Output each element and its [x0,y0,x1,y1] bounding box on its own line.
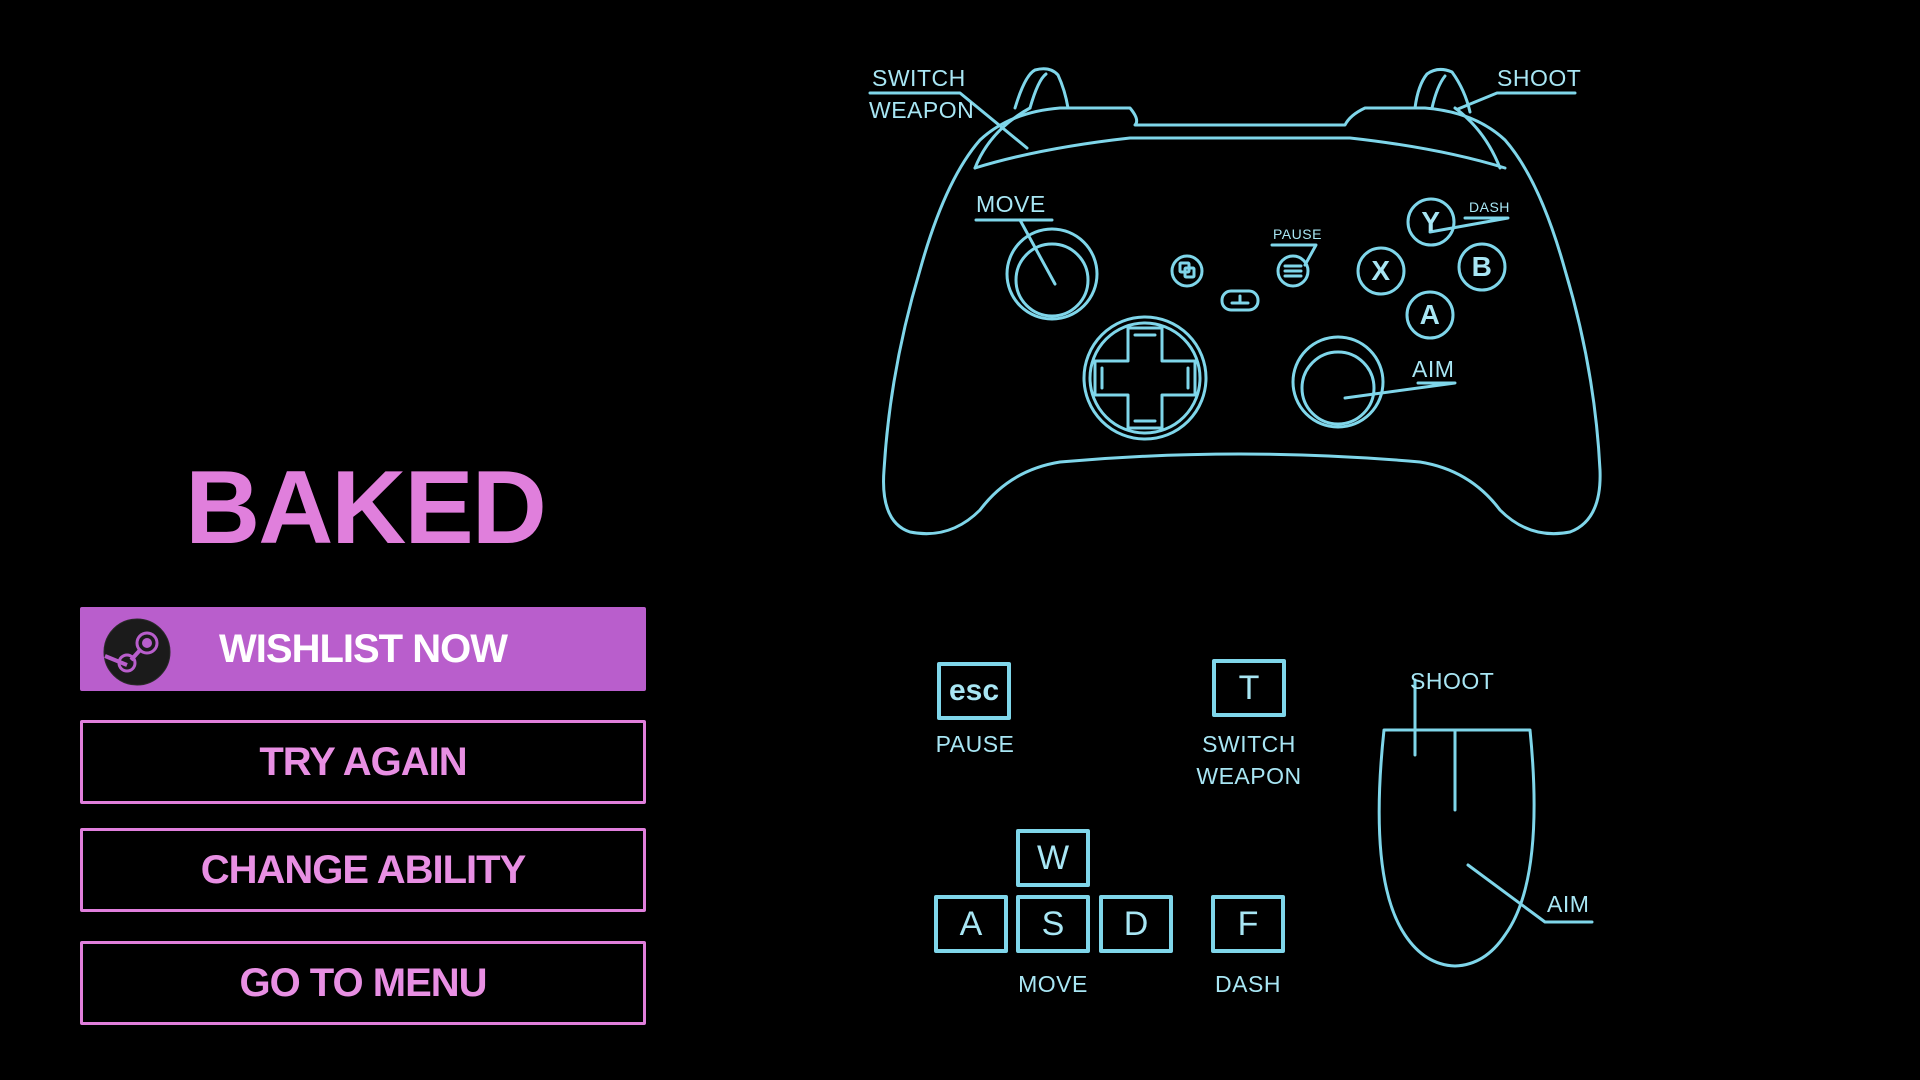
steam-icon [103,618,171,686]
try-again-button[interactable]: TRY AGAIN [80,720,646,804]
keyboard-move-label: MOVE [1018,971,1088,997]
esc-key: esc [937,662,1011,720]
gamepad-switch-weapon-label-1: SWITCH [872,65,966,91]
gamepad-shoot-label: SHOOT [1497,65,1582,91]
button-x-label: X [1371,255,1391,286]
gamepad-switch-weapon-label-2: WEAPON [869,97,975,123]
mouse-aim-label: AIM [1547,891,1590,917]
gamepad-dash-label: DASH [1469,199,1510,215]
button-y-label: Y [1421,206,1441,237]
keyboard-dash-label: DASH [1215,971,1281,997]
gamepad-move-label: MOVE [976,191,1046,217]
change-ability-button[interactable]: CHANGE ABILITY [80,828,646,912]
mouse-shoot-label: SHOOT [1410,668,1495,694]
f-key: F [1211,895,1285,953]
w-key: W [1016,829,1090,887]
button-b-label: B [1471,251,1493,282]
button-a-label: A [1419,299,1441,330]
mouse-icon [1377,678,1594,968]
wishlist-label: WISHLIST NOW [219,626,508,671]
a-key: A [934,895,1008,953]
wishlist-button[interactable]: WISHLIST NOW [80,607,646,691]
d-key: D [1099,895,1173,953]
keyboard-switch-weapon-label-1: SWITCH [1202,731,1296,757]
go-to-menu-label: GO TO MENU [239,960,487,1005]
keyboard-pause-label: PAUSE [935,731,1015,757]
game-title: BAKED [185,450,547,566]
gamepad-icon [868,67,1602,536]
try-again-label: TRY AGAIN [259,739,467,784]
change-ability-label: CHANGE ABILITY [200,847,527,892]
t-key: T [1212,659,1286,717]
gamepad-pause-label: PAUSE [1273,226,1322,242]
gamepad-aim-label: AIM [1412,356,1455,382]
keyboard-switch-weapon-label-2: WEAPON [1196,763,1302,789]
s-key: S [1016,895,1090,953]
go-to-menu-button[interactable]: GO TO MENU [80,941,646,1025]
